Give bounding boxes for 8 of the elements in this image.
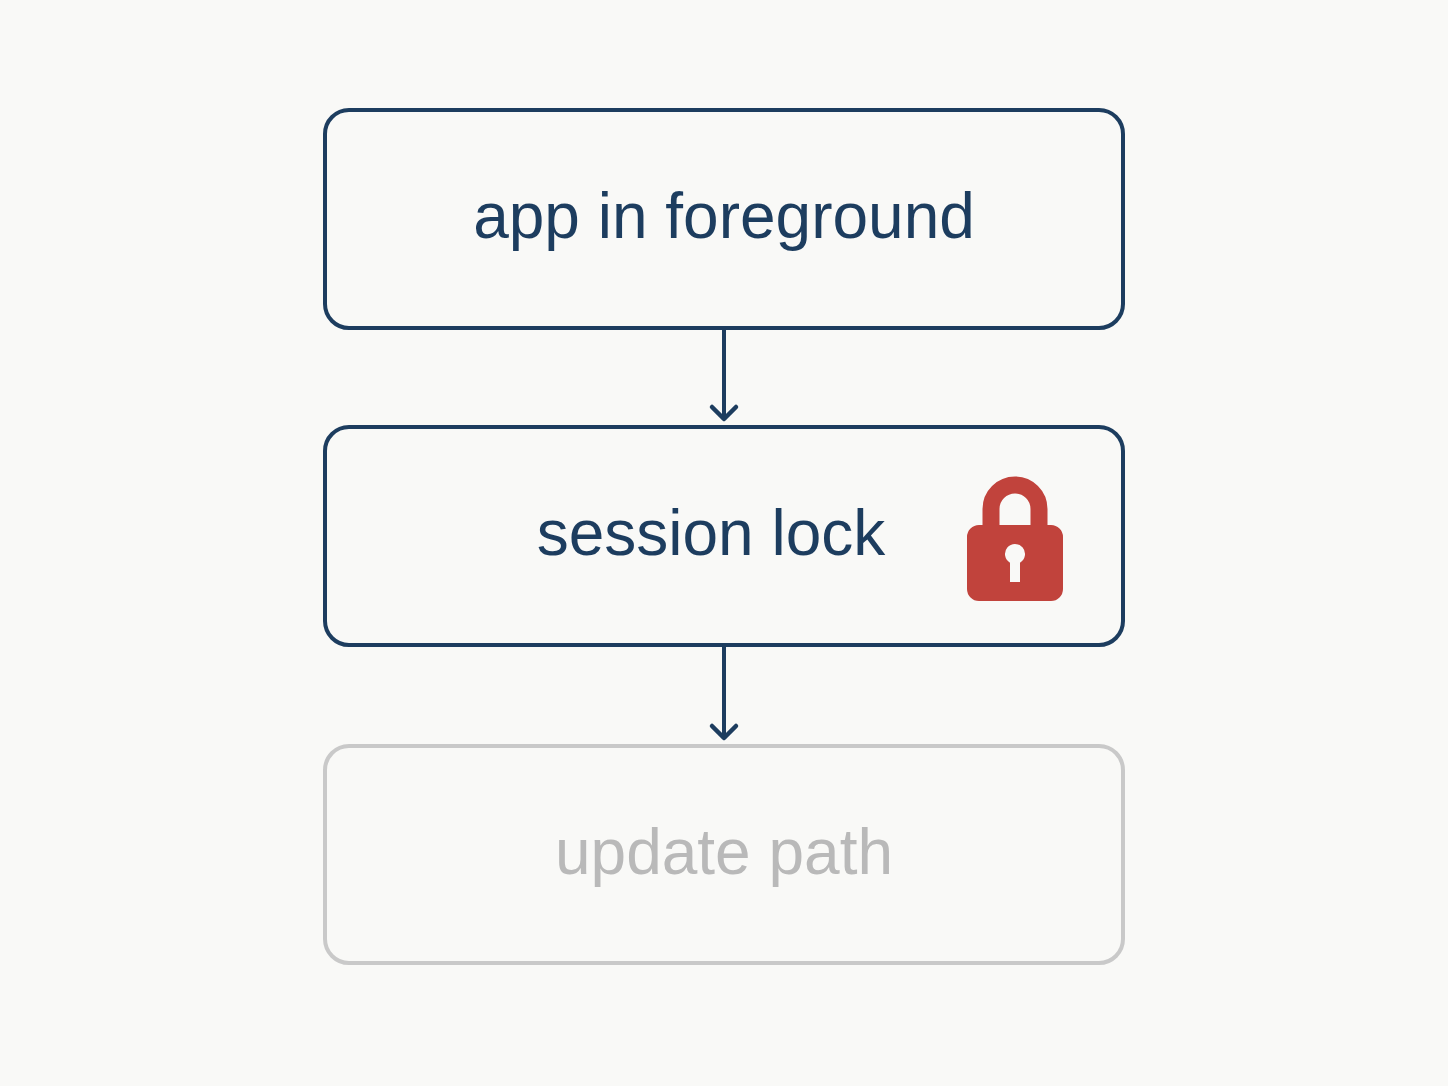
arrow — [709, 330, 739, 422]
process-box — [323, 425, 1125, 647]
node-label: update path — [554, 819, 894, 890]
arrow — [709, 647, 739, 741]
inactive-process-box — [323, 744, 1125, 965]
node-label: app in foreground — [473, 184, 975, 254]
process-box — [323, 108, 1125, 330]
node-label: session lock — [536, 501, 886, 571]
